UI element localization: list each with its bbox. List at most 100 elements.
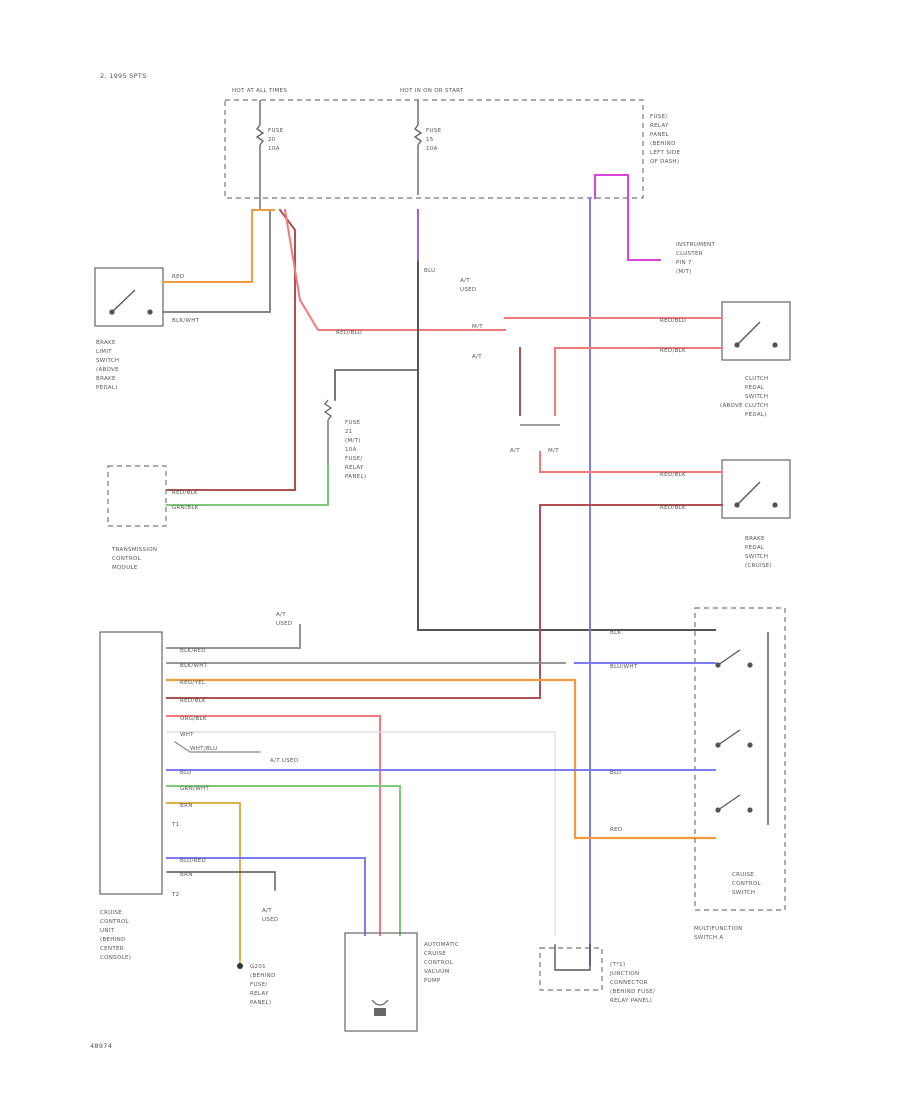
switch-contact-3 — [715, 794, 753, 813]
wire-red-blk-brake-ccu — [166, 504, 723, 699]
svg-text:USED: USED — [460, 287, 476, 293]
svg-text:PANEL): PANEL) — [345, 474, 366, 480]
svg-text:A/T: A/T — [276, 612, 286, 618]
wire-label-blk-red: BLK/RED — [180, 648, 206, 654]
clutch-switch-box — [721, 301, 791, 361]
wire-red-blk-clutch — [554, 347, 723, 416]
wire-label-red: RED — [172, 274, 184, 280]
svg-text:CONNECTOR: CONNECTOR — [610, 980, 648, 986]
svg-text:20: 20 — [268, 137, 276, 143]
ground-g201-label: G201 (BEHIND FUSE/ RELAY PANEL) — [250, 964, 275, 1006]
wire-label-grn-wht: GRN/WHT — [180, 786, 209, 792]
wire-ccu-red-yel — [165, 678, 717, 840]
wire-ccu-blk-wht — [166, 624, 301, 649]
fuse-relay-panel-box — [224, 99, 644, 199]
wire-label-pink-blk: RED/BLK — [172, 490, 198, 496]
svg-text:PEDAL: PEDAL — [745, 385, 765, 391]
svg-text:15: 15 — [426, 137, 434, 143]
svg-text:CRUISE: CRUISE — [732, 872, 754, 878]
wire-blk-main — [417, 261, 716, 631]
wire-ccu-blu-red — [166, 857, 366, 936]
note-mt-1: M/T — [472, 324, 483, 330]
wire-label-blu-red: BLU/RED — [180, 858, 206, 864]
svg-text:FUSE: FUSE — [345, 420, 361, 426]
svg-text:FUSE/: FUSE/ — [345, 456, 363, 462]
note-at-used-1: A/T USED — [460, 278, 476, 293]
wire-label-wht: WHT — [180, 732, 194, 738]
note-at-used-2: A/T USED — [276, 612, 292, 627]
note-mt-2: M/T — [548, 448, 559, 454]
svg-text:RELAY: RELAY — [345, 465, 364, 471]
wire-label-blu-3: BLU — [180, 770, 192, 776]
fuse-21-symbol — [323, 399, 333, 465]
wire-ccu-grn-wht — [166, 785, 401, 936]
svg-text:RELAY: RELAY — [650, 123, 669, 129]
wire-blk-wht — [162, 209, 271, 313]
footer-code: 48974 — [90, 1042, 112, 1050]
svg-text:CONTROL: CONTROL — [100, 919, 130, 925]
svg-text:SWITCH: SWITCH — [96, 358, 119, 364]
svg-text:TRANSMISSION: TRANSMISSION — [111, 547, 157, 553]
svg-text:10A: 10A — [268, 146, 280, 152]
wire-label-red-blu-2: RED/BLU — [660, 318, 686, 324]
header-label: 2. 1995 SPTS — [100, 72, 147, 80]
wire-red-to-fuse — [162, 209, 253, 283]
svg-text:FUSE/: FUSE/ — [650, 114, 668, 120]
svg-text:AUTOMATIC: AUTOMATIC — [424, 942, 459, 948]
note-at-2: A/T — [510, 448, 520, 454]
svg-text:RELAY PANEL): RELAY PANEL) — [610, 998, 652, 1004]
ccu-label: CRUISE CONTROL UNIT (BEHIND CENTER CONSO… — [100, 910, 131, 961]
fuse-b-symbol — [413, 100, 423, 195]
vacuum-pump-symbol — [371, 999, 389, 1006]
svg-text:(ABOVE: (ABOVE — [96, 367, 119, 373]
wire-label-red-blk-4: RED/BLK — [180, 698, 206, 704]
svg-text:USED: USED — [262, 917, 278, 923]
svg-text:CONSOLE): CONSOLE) — [100, 955, 131, 961]
power-left-label: HOT AT ALL TIMES — [232, 88, 287, 94]
wire-instrument-cluster — [594, 174, 661, 261]
svg-text:JUNCTION: JUNCTION — [609, 971, 639, 977]
svg-text:RELAY: RELAY — [250, 991, 269, 997]
svg-text:LEFT SIDE: LEFT SIDE — [650, 150, 680, 156]
brake-pedal-switch-label: BRAKE PEDAL SWITCH (CRUISE) — [745, 536, 772, 569]
svg-text:VACUUM: VACUUM — [424, 969, 450, 975]
vacuum-pump-box — [344, 932, 418, 1032]
svg-text:FUSE: FUSE — [268, 128, 284, 134]
wire-label-grn-blk: GRN/BLK — [172, 505, 199, 511]
brake-limit-switch-box — [94, 267, 164, 327]
brake-limit-switch-label: BRAKE LIMIT SWITCH (ABOVE BRAKE PEDAL) — [96, 340, 119, 391]
wire-label-red-2: RED — [610, 827, 622, 833]
ground-g201-icon — [237, 963, 243, 969]
instrument-cluster-label: INSTRUMENT CLUSTER PIN 7 (M/T) — [676, 242, 715, 275]
wire-ccu-org-blk — [166, 715, 381, 936]
svg-text:UNIT: UNIT — [100, 928, 115, 934]
vacuum-pump-motor-icon — [374, 1008, 386, 1016]
svg-text:FUSE/: FUSE/ — [250, 982, 268, 988]
svg-text:LIMIT: LIMIT — [96, 349, 112, 355]
multifunction-switch-label: MULTIFUNCTION SWITCH A — [694, 926, 742, 941]
svg-text:CONTROL: CONTROL — [732, 881, 762, 887]
svg-text:(M/T): (M/T) — [676, 269, 692, 275]
svg-text:PANEL: PANEL — [650, 132, 670, 138]
note-at-1: A/T — [472, 354, 482, 360]
svg-text:A/T: A/T — [460, 278, 470, 284]
svg-text:CRUISE: CRUISE — [424, 951, 446, 957]
junction-connector-box — [539, 947, 603, 991]
svg-text:10A: 10A — [426, 146, 438, 152]
wire-label-blk: BLK — [610, 630, 621, 636]
wire-label-blu: BLU — [424, 268, 436, 274]
svg-text:(BEHIND: (BEHIND — [100, 937, 126, 943]
svg-text:PEDAL: PEDAL — [745, 545, 765, 551]
svg-text:A/T: A/T — [262, 908, 272, 914]
wire-red-blu-top — [283, 208, 506, 331]
wire-ccu-wht-blu — [174, 741, 261, 753]
svg-text:INSTRUMENT: INSTRUMENT — [676, 242, 715, 248]
clutch-switch-symbol — [734, 321, 778, 348]
wire-red-blk-tcm — [166, 208, 296, 491]
wire-grn-blk-tcm — [166, 464, 329, 506]
svg-text:PEDAL): PEDAL) — [96, 385, 118, 391]
wire-label-blu-wht: BLU/WHT — [610, 664, 638, 670]
svg-text:10A: 10A — [345, 447, 357, 453]
wire-label-red-blk-3: RED/BLK — [660, 505, 686, 511]
switch-contact-1 — [715, 649, 753, 668]
